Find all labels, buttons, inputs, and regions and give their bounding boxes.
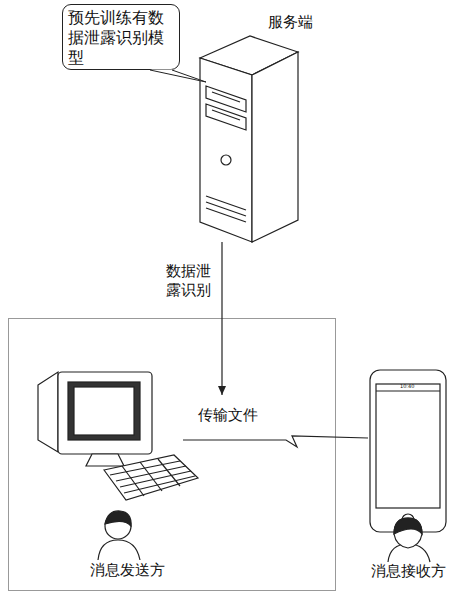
callout-tail bbox=[150, 70, 206, 82]
computer bbox=[38, 372, 198, 500]
node-text: 服务端 bbox=[268, 13, 322, 32]
edge-label: 数据泄露识别 bbox=[166, 262, 216, 300]
group-frame bbox=[9, 319, 336, 591]
callout-bubble: 预先训练有数据泄露识别模型 bbox=[62, 4, 180, 70]
receiver-node: 消息接收方 bbox=[368, 370, 448, 584]
receiver-person bbox=[388, 518, 430, 562]
node-text: 消息接收方 bbox=[371, 562, 451, 581]
phone bbox=[370, 370, 446, 532]
sender-person bbox=[98, 511, 140, 560]
edge-label: 传输文件 bbox=[198, 406, 268, 425]
note-label: 10:40 bbox=[400, 383, 420, 389]
server-node: 服务端 bbox=[198, 8, 322, 242]
node-text: 预先训练有数据泄露识别模型 bbox=[68, 8, 174, 68]
node-text: 消息发送方 bbox=[90, 561, 180, 580]
sender-node: 消息发送方 bbox=[38, 395, 183, 585]
server-tower bbox=[200, 36, 298, 242]
connector bbox=[221, 242, 222, 395]
connector bbox=[183, 436, 368, 447]
callout-tail-fill bbox=[150, 70, 206, 83]
